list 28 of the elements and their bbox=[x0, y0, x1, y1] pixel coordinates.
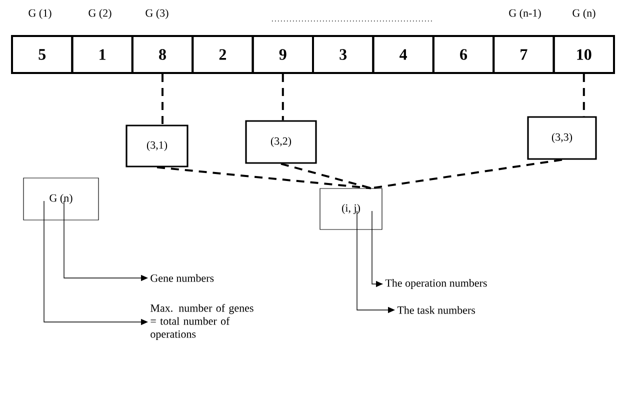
gene-cell: 1 bbox=[71, 35, 134, 74]
gene-cell: 8 bbox=[131, 35, 194, 74]
position-label: G (n-1) bbox=[509, 9, 541, 19]
position-label: G (3) bbox=[146, 9, 168, 19]
note-text: The task numbers bbox=[397, 306, 475, 314]
operation-box: (i, j) bbox=[320, 188, 382, 230]
note-text: The operation numbers bbox=[385, 279, 487, 289]
operation-box: (3,1) bbox=[126, 124, 188, 168]
note-text: Gene numbers bbox=[150, 274, 214, 282]
position-label: G (n) bbox=[572, 9, 596, 19]
position-label: G (1) bbox=[28, 9, 52, 19]
gene-cell: 4 bbox=[372, 35, 434, 74]
gene-cell: 6 bbox=[432, 35, 495, 74]
connector-line bbox=[156, 166, 372, 190]
note-text: Max. number of genes = total number of operations bbox=[150, 304, 254, 340]
connector-line bbox=[162, 74, 164, 125]
gene-cell: 2 bbox=[192, 35, 254, 74]
operation-box: G (n) bbox=[23, 178, 99, 220]
connector-line bbox=[280, 162, 372, 190]
operation-box: (3,3) bbox=[527, 116, 597, 160]
gene-cell: 5 bbox=[11, 35, 74, 74]
gene-cell: 10 bbox=[552, 35, 615, 74]
position-label: G (2) bbox=[88, 9, 112, 19]
operation-box: (3,2) bbox=[245, 120, 317, 164]
gene-cell: 3 bbox=[312, 35, 374, 74]
gene-cell: 9 bbox=[252, 35, 314, 74]
connector-line bbox=[282, 74, 284, 120]
gene-cell: 7 bbox=[492, 35, 555, 74]
